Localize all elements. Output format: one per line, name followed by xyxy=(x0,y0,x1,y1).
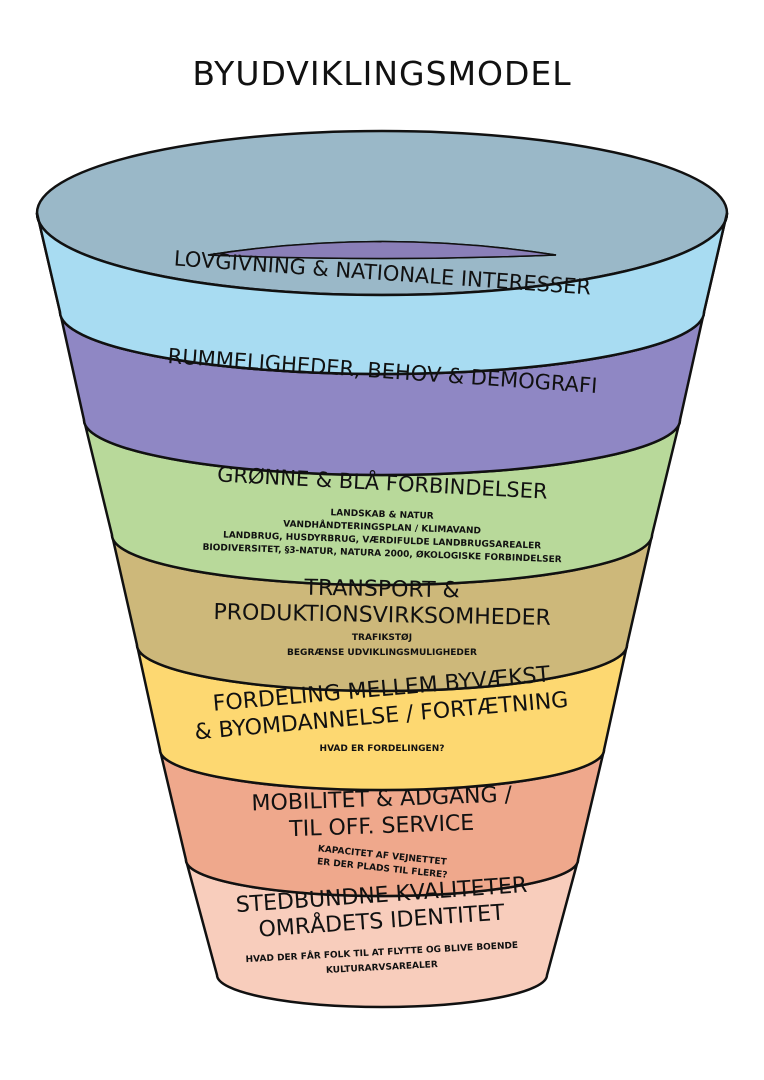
band-5-sub-line-1: HVAD ER FORDELINGEN? xyxy=(320,744,445,754)
band-3-sub-line-1: LANDSKAB & NATUR xyxy=(330,508,434,522)
diagram-title: BYUDVIKLINGSMODEL xyxy=(192,54,571,93)
funnel-inner-cavity-visible xyxy=(207,240,557,260)
funnel-rim xyxy=(35,129,729,376)
band-4-title-line-1: TRANSPORT & xyxy=(303,576,460,604)
funnel-band-1-front xyxy=(35,212,729,376)
band-4-title-line-2: PRODUKTIONSVIRKSOMHEDER xyxy=(213,600,551,631)
band-4-sub-line-2: BEGRÆNSE UDVIKLINGSMULIGHEDER xyxy=(287,648,477,658)
band-4-sub-line-1: TRAFIKSTØJ xyxy=(352,632,412,643)
